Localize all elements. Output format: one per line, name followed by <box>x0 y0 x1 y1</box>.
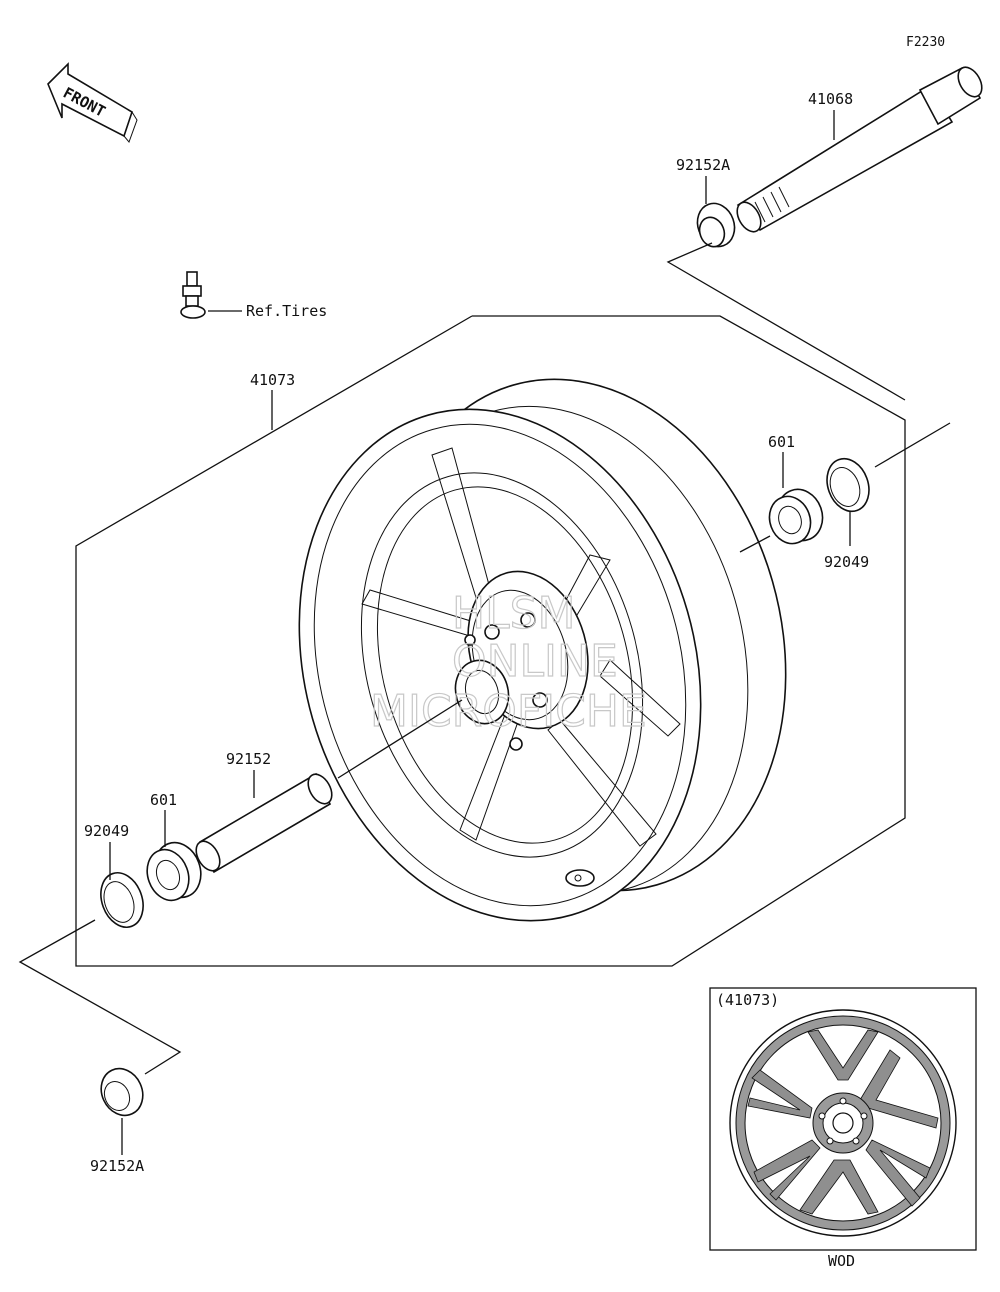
bearing-left-part <box>146 841 202 902</box>
spacer-label: 92152 <box>226 750 271 768</box>
inset-part-ref: (41073) <box>716 991 779 1009</box>
svg-text:ONLINE: ONLINE <box>452 636 618 687</box>
bearing-left-label: 601 <box>150 791 177 809</box>
collar-bottom-label: 92152A <box>90 1157 144 1175</box>
inset-wheel-image <box>729 1009 957 1237</box>
assembly-boundary <box>75 315 906 967</box>
svg-text:MICROFICHE: MICROFICHE <box>370 686 647 737</box>
axle-label: 41068 <box>808 90 853 108</box>
inset-caption: WOD <box>828 1252 855 1270</box>
svg-text:HLSM: HLSM <box>452 588 576 639</box>
seal-right-label: 92049 <box>824 553 869 571</box>
collar-bottom-part <box>100 1067 144 1117</box>
seal-left-part <box>100 872 144 928</box>
valve-icon <box>180 271 206 319</box>
bearing-right-part <box>768 488 824 545</box>
bearing-right-label: 601 <box>768 433 795 451</box>
axle-part <box>736 66 983 233</box>
inset-frame <box>709 987 977 1251</box>
wheel-part <box>298 378 787 922</box>
collar-top-label: 92152A <box>676 156 730 174</box>
diagram-id: F2230 <box>906 35 945 50</box>
front-arrow-icon: FRONT <box>47 62 138 143</box>
spacer-part <box>195 772 333 874</box>
valve-ref-label: Ref.Tires <box>246 302 327 320</box>
seal-left-label: 92049 <box>84 822 129 840</box>
wheel-label: 41073 <box>250 371 295 389</box>
seal-right-part <box>826 457 870 513</box>
collar-top-part <box>696 202 736 248</box>
